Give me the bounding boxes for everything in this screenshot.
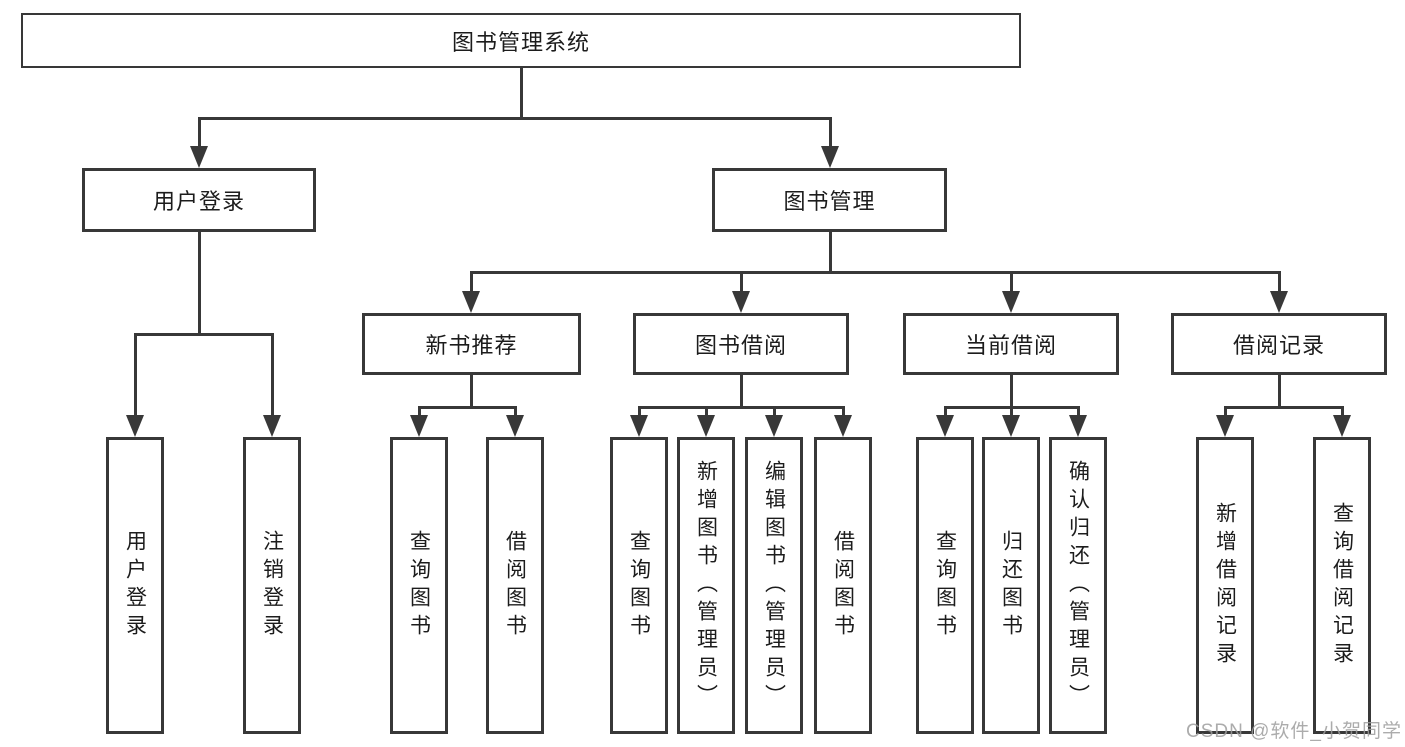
leaf-label: 用户登录 <box>123 529 147 642</box>
leaf-label: 确认归还（管理员） <box>1066 459 1090 712</box>
arrow-down-icon <box>126 415 144 437</box>
connector-line <box>1077 406 1080 418</box>
leaf-query-book-current: 查询图书 <box>916 437 974 734</box>
arrow-down-icon <box>1270 291 1288 313</box>
node-label: 用户登录 <box>152 189 245 214</box>
connector-line <box>740 271 743 294</box>
leaf-label: 借阅图书 <box>831 529 855 642</box>
node-book-management: 图书管理 <box>712 168 947 232</box>
connector-line <box>198 117 201 148</box>
connector-line <box>134 333 274 336</box>
connector-line <box>198 232 201 336</box>
connector-line <box>842 406 845 418</box>
arrow-down-icon <box>1002 415 1020 437</box>
arrow-down-icon <box>697 415 715 437</box>
connector-line <box>638 406 845 409</box>
csdn-watermark: CSDN @软件_小贺同学 <box>1186 721 1402 742</box>
arrow-down-icon <box>263 415 281 437</box>
leaf-user-login: 用户登录 <box>106 437 164 734</box>
leaf-query-book-recommend: 查询图书 <box>390 437 448 734</box>
arrow-down-icon <box>1333 415 1351 437</box>
connector-line <box>198 117 832 120</box>
leaf-label: 查询图书 <box>933 529 957 642</box>
connector-line <box>418 406 421 418</box>
leaf-confirm-return-admin: 确认归还（管理员） <box>1049 437 1107 734</box>
leaf-label: 新增图书（管理员） <box>694 459 718 712</box>
leaf-query-book-borrow: 查询图书 <box>610 437 668 734</box>
node-label: 图书借阅 <box>694 333 787 358</box>
node-user-login: 用户登录 <box>82 168 316 232</box>
leaf-label: 查询图书 <box>407 529 431 642</box>
node-label: 借阅记录 <box>1232 333 1325 358</box>
arrow-down-icon <box>936 415 954 437</box>
arrow-down-icon <box>821 146 839 168</box>
leaf-label: 查询借阅记录 <box>1330 501 1354 670</box>
leaf-return-book: 归还图书 <box>982 437 1040 734</box>
connector-line <box>470 271 473 294</box>
connector-line <box>740 375 743 409</box>
connector-line <box>271 333 274 417</box>
arrow-down-icon <box>1002 291 1020 313</box>
leaf-label: 编辑图书（管理员） <box>762 459 786 712</box>
arrow-down-icon <box>834 415 852 437</box>
leaf-label: 归还图书 <box>999 529 1023 642</box>
arrow-down-icon <box>190 146 208 168</box>
node-label: 当前借阅 <box>964 333 1057 358</box>
arrow-down-icon <box>765 415 783 437</box>
connector-line <box>1010 271 1013 294</box>
node-label: 新书推荐 <box>425 333 518 358</box>
arrow-down-icon <box>1069 415 1087 437</box>
node-new-book-recommend: 新书推荐 <box>362 313 581 375</box>
leaf-query-borrow-record: 查询借阅记录 <box>1313 437 1371 734</box>
leaf-label: 注销登录 <box>260 529 284 642</box>
leaf-label: 查询图书 <box>627 529 651 642</box>
connector-line <box>829 117 832 148</box>
connector-line <box>1224 406 1344 409</box>
connector-line <box>514 406 517 418</box>
connector-line <box>638 406 641 418</box>
node-label: 图书管理 <box>783 189 876 214</box>
leaf-logout: 注销登录 <box>243 437 301 734</box>
connector-line <box>470 271 1281 274</box>
arrow-down-icon <box>410 415 428 437</box>
leaf-add-borrow-record: 新增借阅记录 <box>1196 437 1254 734</box>
connector-line <box>773 406 776 418</box>
node-label: 图书管理系统 <box>451 29 590 55</box>
connector-line <box>1278 271 1281 294</box>
leaf-borrow-book-recommend: 借阅图书 <box>486 437 544 734</box>
connector-line <box>418 406 517 409</box>
arrow-down-icon <box>1216 415 1234 437</box>
connector-line <box>829 232 832 274</box>
leaf-edit-book-admin: 编辑图书（管理员） <box>745 437 803 734</box>
arrow-down-icon <box>630 415 648 437</box>
leaf-label: 借阅图书 <box>503 529 527 642</box>
connector-line <box>470 375 473 409</box>
connector-line <box>134 333 137 417</box>
connector-line <box>1010 375 1013 409</box>
arrow-down-icon <box>732 291 750 313</box>
connector-line <box>705 406 708 418</box>
node-library-system: 图书管理系统 <box>21 13 1021 68</box>
connector-line <box>1010 406 1013 418</box>
node-borrow-records: 借阅记录 <box>1171 313 1387 375</box>
leaf-label: 新增借阅记录 <box>1213 501 1237 670</box>
arrow-down-icon <box>506 415 524 437</box>
connector-line <box>1278 375 1281 409</box>
connector-line <box>520 68 523 119</box>
leaf-add-book-admin: 新增图书（管理员） <box>677 437 735 734</box>
leaf-borrow-book: 借阅图书 <box>814 437 872 734</box>
node-book-borrow: 图书借阅 <box>633 313 849 375</box>
connector-line <box>1224 406 1227 418</box>
connector-line <box>944 406 947 418</box>
connector-line <box>1341 406 1344 418</box>
arrow-down-icon <box>462 291 480 313</box>
node-current-borrow: 当前借阅 <box>903 313 1119 375</box>
